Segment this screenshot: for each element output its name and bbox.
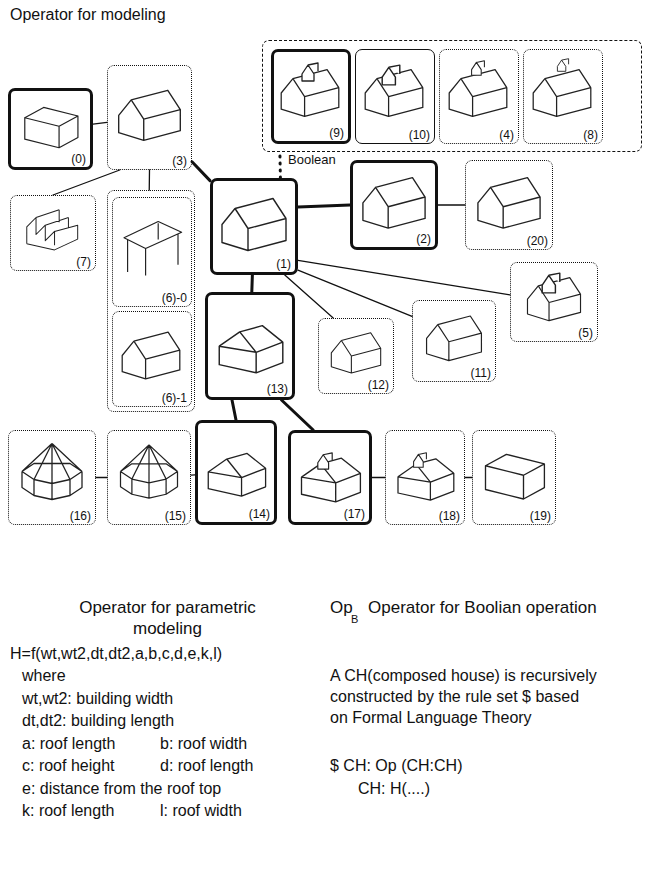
house-box: (6)-0 xyxy=(112,197,192,307)
house-box: (10) xyxy=(355,49,435,144)
house-box: (18) xyxy=(385,430,465,525)
house-box: (14) xyxy=(195,420,277,525)
callout-number: (11) xyxy=(470,366,492,380)
house-box: (7) xyxy=(10,195,96,271)
connector-line xyxy=(232,400,236,420)
diagram-title: Operator for modeling xyxy=(10,6,166,24)
callout-number: (10) xyxy=(408,128,431,142)
house-box: (15) xyxy=(107,430,191,525)
connector-line xyxy=(278,152,282,178)
connector-line xyxy=(93,122,107,124)
callout-number: (2) xyxy=(415,232,432,246)
note-text: B xyxy=(351,609,358,630)
house-box: (4) xyxy=(439,49,519,144)
house-box: (3) xyxy=(107,65,192,170)
connector-line xyxy=(438,204,465,205)
house-box: (11) xyxy=(412,300,496,382)
callout-number: (4) xyxy=(498,128,515,142)
callout-number: (13) xyxy=(266,382,289,396)
callout-number: (18) xyxy=(438,509,461,523)
house-box: (13) xyxy=(205,292,295,400)
group-heading: Boolean xyxy=(287,153,337,167)
note-text: Op xyxy=(330,597,353,618)
house-box: (20) xyxy=(465,160,553,250)
note-text: b: roof width xyxy=(160,733,247,754)
connector-line xyxy=(372,477,385,478)
connector-line xyxy=(149,170,151,190)
callout-number: (15) xyxy=(164,509,187,523)
connector-line xyxy=(53,170,120,195)
note-text: l: roof width xyxy=(160,800,242,821)
house-box: (8) xyxy=(523,49,603,144)
callout-number: (1) xyxy=(275,257,292,271)
callout-number: (12) xyxy=(367,378,390,392)
connector-line xyxy=(192,162,210,181)
house-box: (19) xyxy=(472,430,556,525)
connector-line xyxy=(298,270,412,316)
connector-line xyxy=(298,260,510,294)
house-box: (0) xyxy=(8,88,93,170)
note-text: dt,dt2: building length xyxy=(22,710,174,731)
note-text: Operator for parametric modeling xyxy=(60,597,275,639)
callout-number: (5) xyxy=(577,326,594,340)
callout-number: (3) xyxy=(171,154,188,168)
connector-line xyxy=(250,275,254,292)
callout-number: (16) xyxy=(69,509,92,523)
connector-line xyxy=(282,400,314,430)
note-text: CH: H(....) xyxy=(358,778,430,799)
note-text: d: roof length xyxy=(160,755,253,776)
note-text: c: roof height xyxy=(22,755,115,776)
note-text: Operator for Boolian operation xyxy=(368,597,597,618)
callout-number: (14) xyxy=(248,507,271,521)
house-box: (1) xyxy=(210,178,298,275)
callout-number: (17) xyxy=(343,507,366,521)
note-text: where xyxy=(22,665,66,686)
note-text: $ CH: Op (CH:CH) xyxy=(330,755,462,776)
connector-line xyxy=(465,477,472,478)
connector-line xyxy=(298,205,350,207)
connector-line xyxy=(96,477,107,478)
house-box: (9) xyxy=(271,49,351,144)
house-box: (5) xyxy=(510,262,598,342)
house-box: (6)-1 xyxy=(112,311,192,407)
callout-number: (0) xyxy=(70,152,87,166)
note-text: a: roof length xyxy=(22,733,115,754)
note-text: H=f(wt,wt2,dt,dt2,a,b,c,d,e,k,l) xyxy=(10,643,222,664)
callout-number: (20) xyxy=(526,234,549,248)
house-box: (16) xyxy=(8,430,96,525)
callout-number: (19) xyxy=(529,509,552,523)
note-text: e: distance from the roof top xyxy=(22,778,221,799)
callout-number: (9) xyxy=(328,126,345,140)
note-text: wt,wt2: building width xyxy=(22,688,173,709)
callout-number: (6)-1 xyxy=(161,391,188,405)
note-text: A CH(composed house) is recursively cons… xyxy=(330,665,598,728)
house-box: (2) xyxy=(350,160,438,250)
group-box: (6)-0 (6)-1 xyxy=(107,190,195,412)
callout-number: (8) xyxy=(582,128,599,142)
callout-number: (7) xyxy=(75,255,92,269)
house-box: (12) xyxy=(318,318,394,394)
callout-number: (6)-0 xyxy=(161,291,188,305)
house-box: (9)(10)(4)(8)Boolean xyxy=(262,40,642,152)
note-text: k: roof length xyxy=(22,800,115,821)
house-box: (17) xyxy=(288,430,372,525)
